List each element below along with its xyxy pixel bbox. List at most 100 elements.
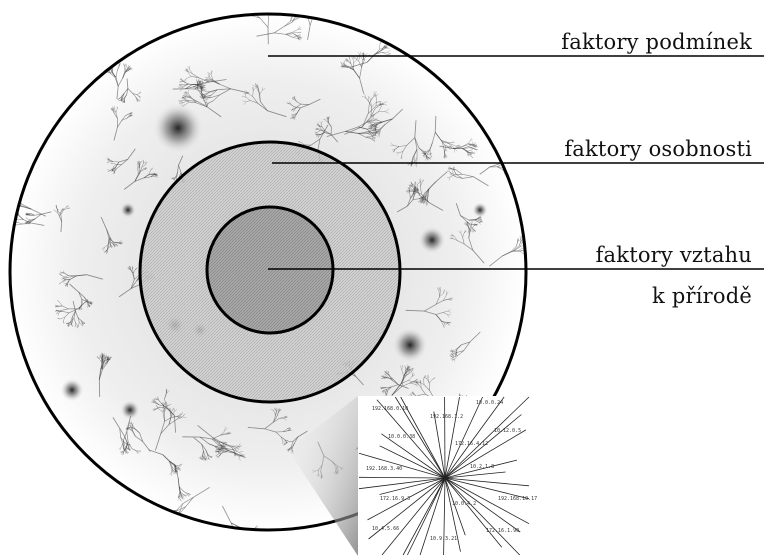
inset-node-label: 192.168.0.10 [372,406,408,412]
branch-segment [297,8,300,9]
branch-segment [12,216,14,218]
branch-segment [10,222,13,223]
inset-node-label: 10.9.3.21 [430,536,457,542]
branch-segment [243,548,244,551]
cluster-blob [472,202,488,218]
branch-segment [250,535,254,540]
branch-segment [243,12,247,13]
branch-segment [8,198,10,201]
branch-segment [296,8,299,9]
branch-segment [9,205,12,207]
branch-segment [313,10,314,16]
branch-segment [10,201,15,203]
inset-node-label: 192.168.1.2 [430,414,463,420]
branch-segment [243,548,246,549]
branch-segment [248,5,250,9]
branch-segment [13,199,15,204]
branch-segment [236,550,238,554]
label-nature-line2: k přírodě [652,283,752,309]
branch-segment [8,204,10,206]
inset-node-label: 10.0.4.2 [452,501,476,507]
branch-segment [7,202,10,203]
branch-segment [15,197,18,200]
branch-segment [7,205,10,206]
branch-segment [235,545,238,552]
branch-segment [233,551,234,555]
branch-segment [234,545,237,550]
branch-segment [505,156,506,158]
branch-segment [13,195,15,198]
branch-segment [505,157,507,158]
branch-segment [254,534,256,537]
branch-segment [170,515,174,517]
branch-segment [261,3,264,5]
branch-segment [297,8,300,9]
branch-segment [268,1,270,4]
branch-segment [10,202,14,205]
branch-segment [8,202,11,203]
branch-segment [12,213,15,214]
branch-segment [314,3,315,5]
cluster-blob [392,327,428,363]
branch-segment [507,161,509,162]
branch-segment [250,8,254,13]
branch-segment [244,12,247,13]
branch-segment [297,8,300,9]
branch-segment [507,161,510,162]
branch-segment [10,222,13,223]
branch-segment [256,536,259,538]
branch-segment [256,536,259,538]
branch-segment [320,2,321,6]
label-personality: faktory osobnosti [564,136,752,162]
branch-segment [263,2,264,5]
branch-segment [11,222,13,224]
branch-segment [10,222,13,223]
branch-segment [231,552,235,554]
branch-segment [246,8,250,9]
branch-segment [313,10,317,16]
inset-node-label: 10.4.5.66 [372,526,399,532]
branch-segment [9,204,11,206]
branch-segment [298,5,300,8]
branch-segment [267,0,268,3]
branch-segment [8,203,11,204]
branch-segment [301,104,309,105]
branch-segment [177,516,179,519]
branch-segment [270,2,272,5]
branch-segment [505,156,506,159]
branch-segment [266,0,268,3]
branch-segment [268,3,269,8]
label-conditions: faktory podmínek [561,29,752,55]
branch-segment [321,5,323,8]
branch-segment [251,536,256,541]
inset-node-label: 192.168.10.17 [498,496,537,502]
branch-segment [503,158,505,161]
branch-segment [255,541,258,545]
branch-segment [302,6,305,10]
branch-segment [299,9,304,11]
branch-segment [168,512,170,515]
branch-segment [320,2,321,6]
branch-segment [238,544,240,550]
cluster-blob [152,102,204,154]
branch-segment [13,212,15,214]
branch-segment [8,202,10,204]
inset-node-label: 172.16.4.12 [455,441,488,447]
branch-segment [14,198,18,200]
branch-segment [170,516,174,517]
branch-segment [317,5,319,7]
branch-segment [250,8,253,13]
branch-segment [10,203,14,205]
branch-segment [505,158,507,160]
branch-segment [11,217,14,218]
branch-segment [249,540,251,543]
branch-segment [7,202,10,203]
branch-segment [9,199,10,202]
branch-segment [8,203,11,204]
cluster-blob [418,226,446,254]
branch-segment [262,4,265,5]
branch-segment [272,5,273,10]
branch-segment [8,199,11,201]
branch-segment [251,536,255,542]
